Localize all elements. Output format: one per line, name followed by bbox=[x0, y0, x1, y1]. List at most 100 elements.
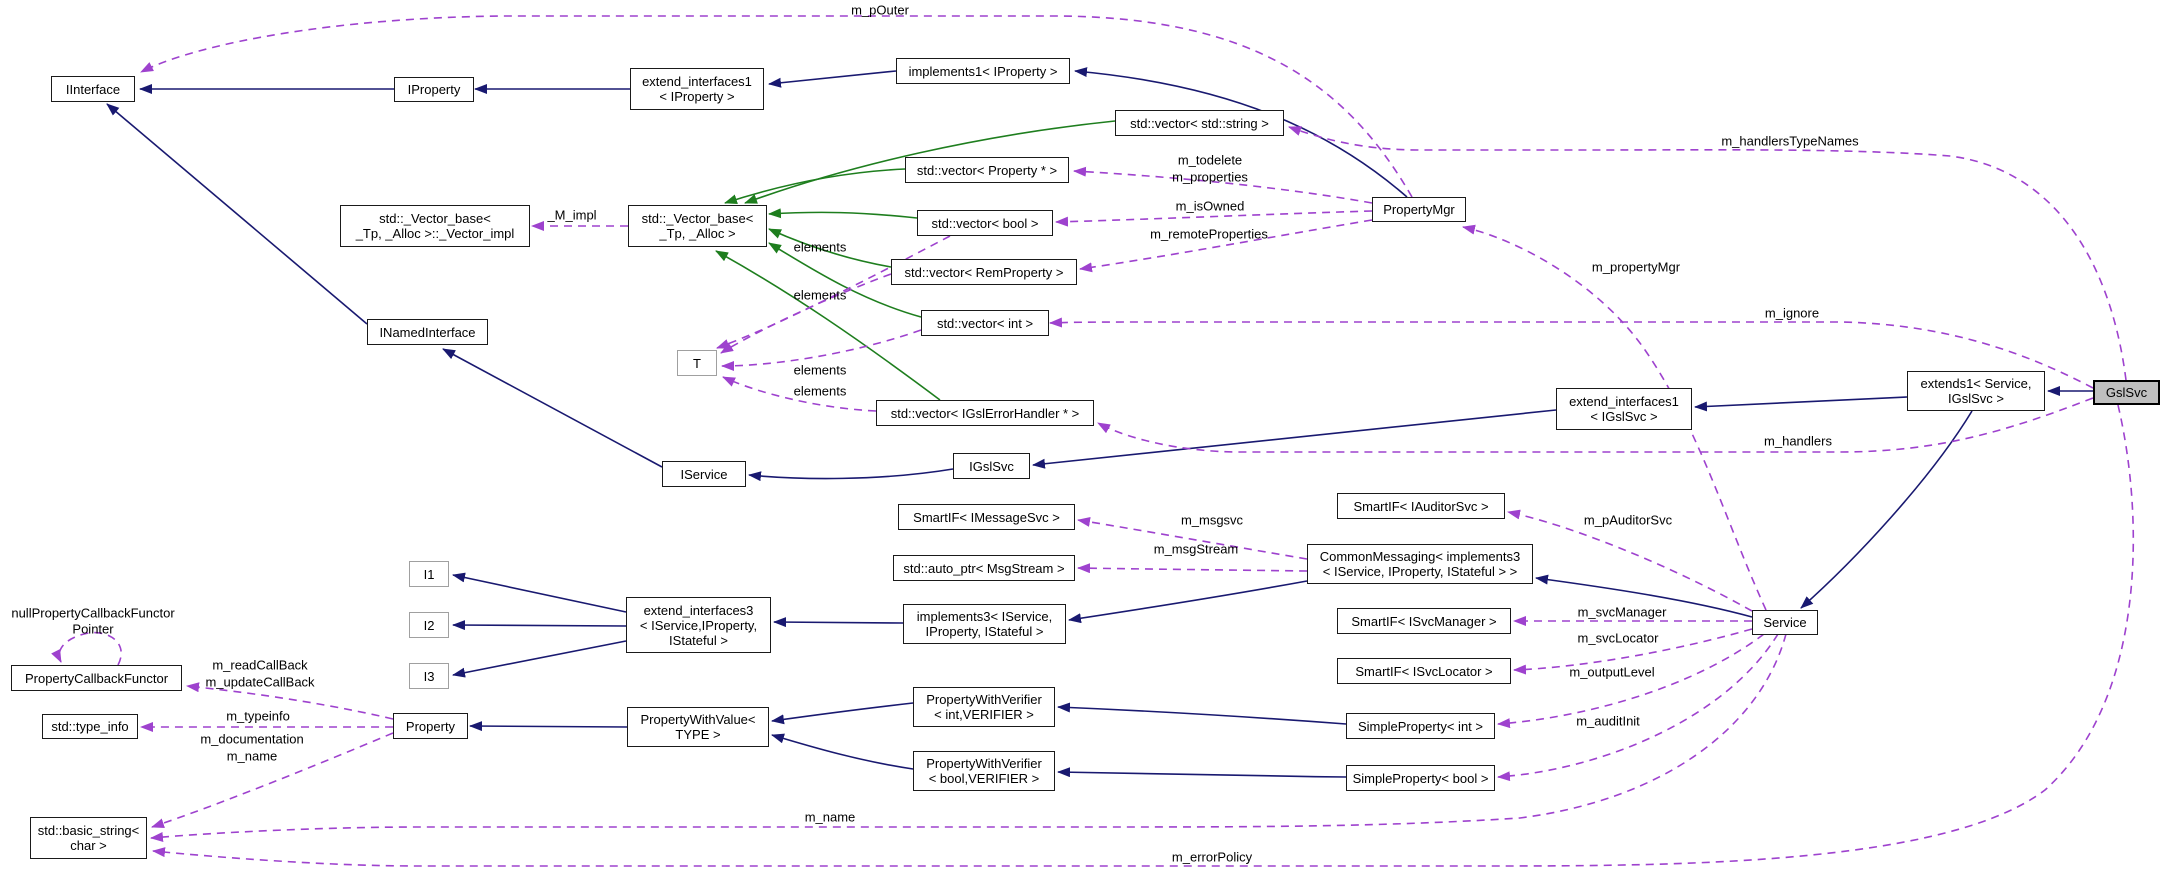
edge-pwvbool-pwv bbox=[771, 733, 914, 770]
edge-label-m-isowned: m_isOwned bbox=[1175, 198, 1245, 214]
node-template-param-t[interactable]: T bbox=[677, 350, 717, 376]
node-iproperty[interactable]: IProperty bbox=[394, 77, 474, 102]
node-basic-string[interactable]: std::basic_string<char > bbox=[30, 817, 147, 859]
edge-label-m-pouter: m_pOuter bbox=[851, 2, 909, 18]
edge-label-elements-3: elements bbox=[793, 362, 847, 378]
edge-m-ignore bbox=[1049, 317, 2094, 389]
edge-extif1igslsvc-igslsvc bbox=[1032, 409, 1557, 469]
edge-m-errorpolicy bbox=[152, 404, 2135, 867]
edge-label-m-msgstream: m_msgStream bbox=[1153, 541, 1239, 557]
edge-m-pouter bbox=[140, 15, 1413, 198]
node-smartif-imessagesvc[interactable]: SmartIF< IMessageSvc > bbox=[898, 504, 1075, 530]
edge-label-m-svcmanager: m_svcManager bbox=[1577, 604, 1667, 620]
node-vector-bool[interactable]: std::vector< bool > bbox=[917, 210, 1053, 236]
edge-vecproperty-vecbase bbox=[724, 168, 906, 205]
edge-extif3-i1 bbox=[452, 572, 627, 613]
edge-pwv-property bbox=[469, 721, 628, 732]
node-template-param-i2[interactable]: I2 bbox=[409, 612, 449, 638]
edge-label-m-todelete: m_todelete bbox=[1177, 152, 1243, 168]
node-implements1-iproperty[interactable]: implements1< IProperty > bbox=[896, 58, 1070, 84]
node-smartif-isvcmanager[interactable]: SmartIF< ISvcManager > bbox=[1337, 608, 1511, 634]
edge-m-handlers bbox=[1097, 397, 2094, 453]
edge-vecint-vecbase bbox=[768, 242, 922, 318]
node-vector-string[interactable]: std::vector< std::string > bbox=[1115, 110, 1284, 136]
edge-m-handlerstypenames bbox=[1288, 126, 2127, 381]
node-vector-int[interactable]: std::vector< int > bbox=[921, 310, 1049, 336]
edge-m-properties bbox=[1073, 166, 1373, 204]
edge-inamed-iinterface bbox=[106, 103, 368, 325]
node-vector-remproperty[interactable]: std::vector< RemProperty > bbox=[891, 259, 1077, 285]
edge-label-nullpcfp-line2: Pointer bbox=[72, 621, 114, 637]
edge-spbool-pwvbool bbox=[1057, 767, 1347, 778]
node-autoptr-msgstream[interactable]: std::auto_ptr< MsgStream > bbox=[893, 555, 1075, 581]
node-simpleproperty-bool[interactable]: SimpleProperty< bool > bbox=[1346, 765, 1495, 791]
edge-vecremproperty-vecbase bbox=[768, 228, 892, 268]
edge-m-isowned bbox=[1055, 210, 1373, 227]
edge-label-m-updatecallback: m_updateCallBack bbox=[205, 674, 315, 690]
edge-m-msgsvc bbox=[1077, 516, 1308, 560]
edge-label-elements-4: elements bbox=[793, 383, 847, 399]
edge-label-m-handlers: m_handlers bbox=[1764, 433, 1832, 449]
edge-m-auditinit bbox=[1497, 633, 1779, 782]
node-inamedinterface[interactable]: INamedInterface bbox=[367, 319, 488, 345]
edge-label-m-auditinit: m_auditInit bbox=[1576, 713, 1640, 729]
edge-m-msgstream bbox=[1077, 563, 1308, 574]
node-smartif-isvclocator[interactable]: SmartIF< ISvcLocator > bbox=[1337, 658, 1511, 684]
node-vector-property-ptr[interactable]: std::vector< Property * > bbox=[905, 157, 1069, 183]
edge-elements-remproperty bbox=[720, 273, 892, 354]
edge-elements-int bbox=[721, 329, 922, 371]
edge-label-m-remoteproperties: m_remoteProperties bbox=[1150, 226, 1268, 242]
edge-vecbool-vecbase bbox=[768, 208, 918, 219]
edge-label-m-propertymgr: m_propertyMgr bbox=[1591, 259, 1681, 275]
node-propertycallbackfunctor[interactable]: PropertyCallbackFunctor bbox=[11, 665, 182, 691]
node-gslsvc[interactable]: GslSvc bbox=[2093, 380, 2160, 405]
node-igslsvc[interactable]: IGslSvc bbox=[953, 453, 1030, 479]
node-smartif-iauditorsvc[interactable]: SmartIF< IAuditorSvc > bbox=[1337, 493, 1505, 519]
node-propertywithverifier-int[interactable]: PropertyWithVerifier< int,VERIFIER > bbox=[913, 687, 1055, 727]
edge-extends1-service bbox=[1800, 410, 1973, 609]
node-vector-igslerrorhandler[interactable]: std::vector< IGslErrorHandler * > bbox=[876, 400, 1094, 426]
node-extend-interfaces3[interactable]: extend_interfaces3< IService,IProperty,I… bbox=[626, 597, 771, 653]
edge-label-m-properties: m_properties bbox=[1172, 169, 1248, 185]
edge-label-m-svclocator: m_svcLocator bbox=[1577, 630, 1659, 646]
node-iservice[interactable]: IService bbox=[662, 461, 746, 487]
edge-pwvint-pwv bbox=[771, 702, 914, 725]
node-typeinfo[interactable]: std::type_info bbox=[42, 714, 138, 739]
edge-vecigslerror-vecbase bbox=[715, 250, 941, 401]
edge-label-m-name-long: m_name bbox=[804, 809, 856, 825]
edge-m-documentation bbox=[151, 732, 394, 828]
node-template-param-i1[interactable]: I1 bbox=[409, 561, 449, 587]
edge-label-m-impl: _M_impl bbox=[547, 207, 597, 223]
node-property[interactable]: Property bbox=[393, 713, 468, 739]
node-propertywithverifier-bool[interactable]: PropertyWithVerifier< bool,VERIFIER > bbox=[913, 751, 1055, 791]
node-extends1-service-igslsvc[interactable]: extends1< Service,IGslSvc > bbox=[1907, 371, 2045, 411]
edge-null-pcfp-selfloop bbox=[51, 631, 122, 666]
node-simpleproperty-int[interactable]: SimpleProperty< int > bbox=[1346, 713, 1495, 739]
edge-label-m-pauditorsvc: m_pAuditorSvc bbox=[1583, 512, 1673, 528]
node-extend-interfaces1-igslsvc[interactable]: extend_interfaces1< IGslSvc > bbox=[1556, 388, 1692, 430]
node-template-param-i3[interactable]: I3 bbox=[409, 663, 449, 689]
node-propertywithvalue[interactable]: PropertyWithValue<TYPE > bbox=[627, 707, 769, 747]
edge-implements1-extif1iproperty bbox=[768, 70, 897, 88]
node-commonmessaging[interactable]: CommonMessaging< implements3< IService, … bbox=[1307, 544, 1533, 584]
edge-label-m-ignore: m_ignore bbox=[1764, 305, 1820, 321]
edge-m-propertymgr bbox=[1462, 224, 1767, 611]
node-implements3[interactable]: implements3< IService,IProperty, IStatef… bbox=[903, 604, 1066, 644]
node-propertymgr[interactable]: PropertyMgr bbox=[1372, 197, 1466, 222]
node-vector-base-impl[interactable]: std::_Vector_base<_Tp, _Alloc >::_Vector… bbox=[340, 205, 530, 247]
edge-extends1-extif1igslsvc bbox=[1694, 396, 1908, 412]
edge-vecstring-vecbase bbox=[744, 120, 1116, 204]
edge-label-m-msgsvc: m_msgsvc bbox=[1180, 512, 1244, 528]
node-vector-base[interactable]: std::_Vector_base<_Tp, _Alloc > bbox=[628, 205, 767, 247]
edge-m-svclocator bbox=[1513, 628, 1753, 675]
edge-label-m-name-short: m_name bbox=[226, 748, 278, 764]
node-extend-interfaces1-iproperty[interactable]: extend_interfaces1< IProperty > bbox=[630, 68, 764, 110]
edge-elements-bool bbox=[716, 235, 951, 349]
edge-elements-igslerror bbox=[722, 376, 877, 412]
node-service[interactable]: Service bbox=[1752, 610, 1818, 635]
edge-label-m-documentation: m_documentation bbox=[200, 731, 304, 747]
edge-m-outputlevel bbox=[1497, 633, 1765, 729]
node-iinterface[interactable]: IInterface bbox=[51, 76, 135, 102]
